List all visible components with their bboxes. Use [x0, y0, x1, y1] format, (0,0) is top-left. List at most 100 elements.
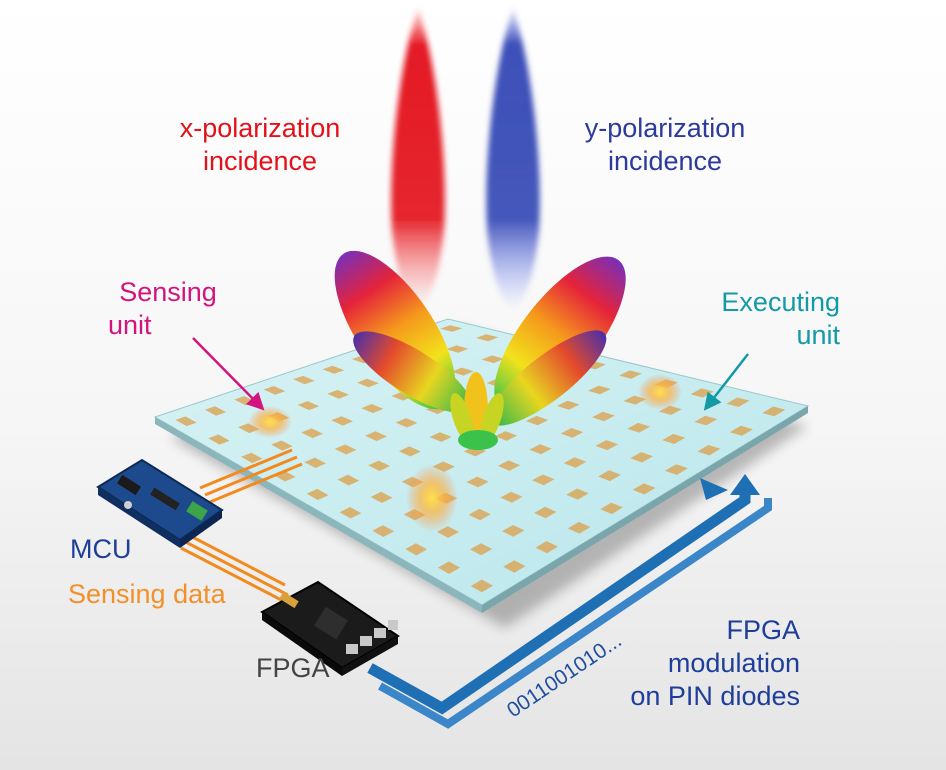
unit-cell-patch — [293, 375, 315, 385]
unit-cell-patch — [175, 416, 197, 427]
executing-unit-line2: unit — [796, 320, 840, 350]
unit-cell-patch — [337, 474, 360, 486]
unit-cell-patch — [665, 464, 688, 475]
unit-cell-patch — [297, 401, 320, 411]
unit-cell-patch — [370, 491, 393, 503]
unit-cell-patch — [306, 488, 329, 500]
unit-cell-patch — [304, 457, 326, 468]
unit-cell-patch — [466, 476, 489, 488]
unit-cell-patch — [468, 508, 491, 521]
fpga-feedback-arrows — [367, 474, 772, 729]
unit-cell-patch — [497, 460, 521, 471]
unit-cell-patch — [481, 355, 504, 364]
sensing-unit-label: Sensing unit — [108, 276, 228, 342]
center-unit-glow — [406, 464, 458, 532]
unit-cell-patch — [334, 444, 357, 455]
board-edge-left — [155, 417, 482, 613]
x-polarization-label: x-polarization incidence — [160, 112, 360, 178]
executing-unit-line1: Executing — [721, 287, 840, 317]
unit-cell-patch — [726, 397, 750, 407]
sensing-data-label: Sensing data — [68, 579, 226, 609]
unit-cell-patch — [632, 483, 656, 495]
y-polarization-beam — [486, 8, 540, 310]
sensing-unit-glow — [248, 406, 292, 438]
unit-cell-patch — [592, 411, 615, 422]
unit-cell-patch — [263, 386, 286, 395]
unit-cell-patch — [502, 525, 525, 537]
fpga-modulation-line1: FPGA — [726, 615, 800, 645]
x-polarization-beam — [391, 8, 445, 310]
sensing-unit-arrow — [192, 337, 265, 411]
unit-cell-patch — [241, 452, 263, 464]
y-polarization-line1: y-polarization — [584, 113, 746, 143]
executing-unit-label: Executing unit — [700, 286, 840, 352]
unit-cell-patch — [658, 405, 682, 415]
unit-cell-patch — [532, 474, 555, 486]
sensing-unit-line2: unit — [108, 310, 152, 340]
unit-cell-patch — [729, 425, 753, 436]
unit-cell-patch — [429, 432, 452, 442]
unit-cell-patch — [368, 460, 391, 471]
unit-cell-patch — [588, 385, 611, 395]
unit-cell-patch — [271, 440, 293, 451]
unit-cell-patch — [398, 446, 421, 457]
board-edge-right — [482, 406, 808, 613]
unit-cell-patch — [204, 406, 227, 416]
unit-cell-patch — [762, 406, 786, 417]
y-polarization-label: y-polarization incidence — [565, 112, 765, 178]
unit-cell-patch — [365, 431, 387, 441]
unit-cell-patch — [208, 434, 230, 445]
unit-cell-patch — [566, 488, 589, 500]
fpga-modulation-line3: on PIN diodes — [630, 681, 800, 711]
unit-cell-patch — [557, 400, 580, 410]
unit-cell-patch — [503, 560, 526, 573]
x-polarization-line2: incidence — [202, 146, 318, 176]
fpga-board — [260, 580, 400, 676]
unit-cell-patch — [662, 433, 686, 444]
unit-cell-patch — [525, 415, 549, 426]
unit-cell-patch — [563, 457, 587, 468]
unit-cell-patch — [535, 541, 558, 554]
unit-cell-patch — [690, 388, 714, 398]
y-polarization-line2: incidence — [607, 146, 723, 176]
unit-cell-patch — [627, 422, 650, 433]
unit-cell-patch — [619, 370, 642, 379]
unit-cell-patch — [598, 470, 621, 482]
mcu-label: MCU — [70, 534, 132, 564]
unit-cell-patch — [331, 416, 354, 426]
unit-cell-patch — [361, 404, 384, 414]
fpga-modulation-line2: modulation — [667, 648, 800, 678]
unit-cell-patch — [438, 561, 461, 574]
unit-cell-patch — [391, 391, 414, 401]
unit-cell-patch — [451, 367, 474, 376]
sensing-unit-line1: Sensing — [119, 277, 217, 307]
unit-cell-patch — [529, 444, 552, 455]
unit-cell-patch — [470, 579, 493, 593]
unit-cell-patch — [357, 378, 379, 388]
unit-cell-patch — [534, 506, 557, 519]
unit-cell-patch — [440, 325, 463, 332]
unit-cell-patch — [560, 428, 584, 438]
unit-cell-patch — [432, 461, 455, 472]
unit-cell-patch — [470, 543, 493, 556]
unit-cell-patch — [595, 440, 619, 451]
unit-cell-patch — [697, 445, 721, 456]
unit-cell-patch — [327, 390, 349, 399]
unit-cell-patch — [405, 543, 428, 556]
unit-cell-patch — [301, 428, 323, 439]
unit-cell-patch — [395, 418, 418, 428]
unit-cell-patch — [339, 507, 362, 519]
unit-cell-patch — [694, 415, 718, 426]
fpga-label: FPGA — [256, 653, 330, 683]
executing-unit-glow — [638, 374, 682, 410]
unit-cell-patch — [630, 452, 653, 463]
unit-cell-patch — [494, 431, 518, 441]
unit-cell-patch — [372, 525, 395, 537]
x-polarization-line1: x-polarization — [179, 113, 341, 143]
radiation-pattern — [334, 250, 626, 450]
unit-cell-patch — [322, 365, 345, 374]
unit-cell-patch — [600, 502, 623, 515]
executing-unit-arrow — [703, 353, 749, 411]
unit-cell-patch — [500, 491, 523, 503]
